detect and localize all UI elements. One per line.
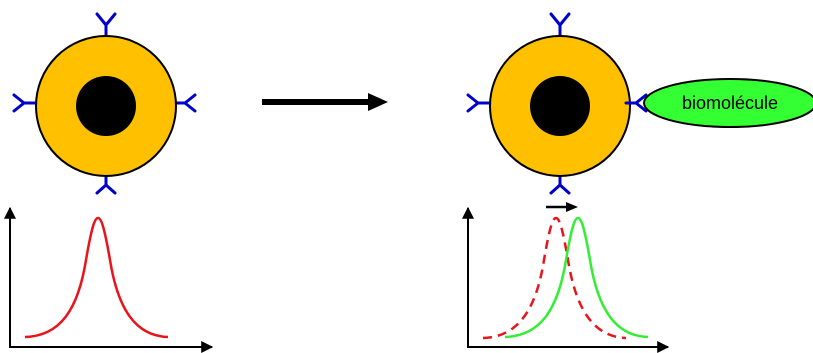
receptor-right-bound-icon (624, 93, 648, 113)
nanoparticle-before (12, 12, 197, 195)
spectrum-before (3, 206, 214, 353)
receptor-left-icon (466, 93, 493, 113)
reaction-arrow-icon (262, 93, 388, 111)
spectrum-curve-before (24, 216, 169, 339)
spectrum-curve-before-dashed (482, 216, 627, 340)
nanoparticle-core (530, 76, 590, 136)
biomolecule-label: biomolécule (682, 93, 778, 113)
nanoparticle-core (76, 76, 136, 136)
spectrum-after (462, 202, 670, 353)
nanoparticle-after: biomolécule (466, 12, 813, 195)
spectrum-curve-after (504, 216, 649, 339)
receptor-left-icon (12, 93, 39, 113)
biomolecule-ellipse (643, 78, 813, 128)
shift-arrow-icon (546, 202, 578, 212)
